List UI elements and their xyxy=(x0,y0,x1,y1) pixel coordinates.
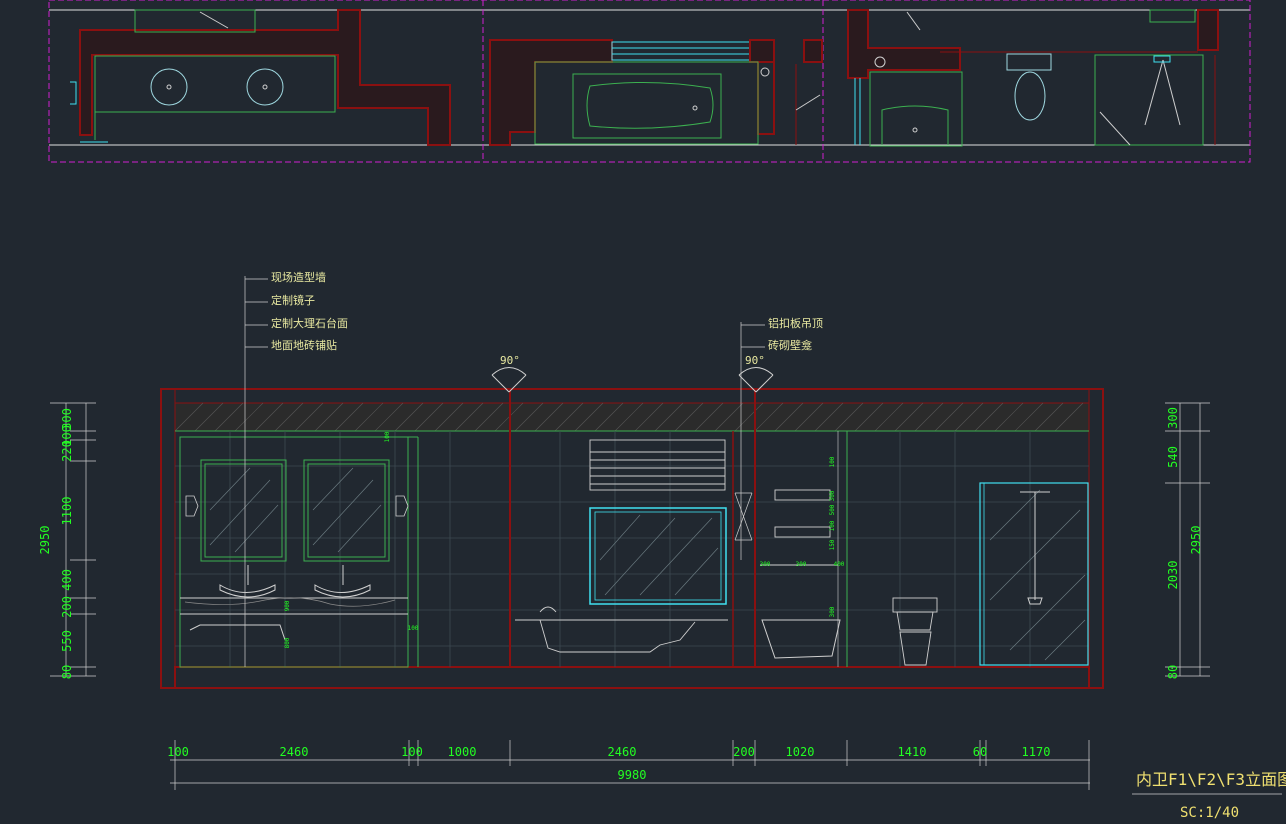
dim-text: 200 xyxy=(60,596,74,618)
angle-label: 90° xyxy=(500,354,520,367)
drawing-title: 内卫F1\F2\F3立面图 xyxy=(1136,770,1286,789)
shower-enclosure xyxy=(979,482,1089,666)
dim-text: 300 xyxy=(760,561,771,568)
dim-text: 400 xyxy=(60,569,74,591)
dim-text: 80 xyxy=(60,665,74,679)
annotation-label: 地面地砖铺贴 xyxy=(271,338,337,352)
dim-total: 2950 xyxy=(1189,526,1203,555)
dim-text: 1410 xyxy=(898,745,927,759)
dim-text: 2460 xyxy=(280,745,309,759)
annotations-left: 现场造型墙 定制镜子 定制大理石台面 地面地砖铺贴 xyxy=(271,270,348,352)
dim-text: 1170 xyxy=(1022,745,1051,759)
bathtub xyxy=(515,606,728,653)
dim-text: 100 xyxy=(384,431,391,442)
elevation-view xyxy=(160,276,1104,689)
dim-text: 300 xyxy=(1166,407,1180,429)
annotation-label: 现场造型墙 xyxy=(271,270,326,284)
dim-text: 2460 xyxy=(608,745,637,759)
dim-text: 60 xyxy=(973,745,987,759)
dim-text: 300 xyxy=(829,490,836,501)
mirror-right xyxy=(303,459,390,562)
left-dimension-text: 300 100 220 1100 400 200 550 80 2950 xyxy=(38,408,74,679)
annotation-label: 铝扣板吊顶 xyxy=(768,316,823,330)
dim-text: 800 xyxy=(284,637,291,648)
dim-text: 900 xyxy=(284,600,291,611)
annotations-right: 铝扣板吊顶 砖砌壁龛 xyxy=(768,316,823,352)
dim-text: 2030 xyxy=(1166,561,1180,590)
dimension-lines xyxy=(50,402,1210,790)
drawing-scale: SC:1/40 xyxy=(1180,805,1239,820)
annotation-label: 定制镜子 xyxy=(271,293,315,307)
wall-niche xyxy=(760,489,838,566)
dim-text: 550 xyxy=(60,630,74,652)
annotation-label: 砖砌壁龛 xyxy=(768,338,812,352)
annotation-label: 定制大理石台面 xyxy=(271,316,348,330)
dim-text: 1000 xyxy=(448,745,477,759)
towel-rack xyxy=(589,439,726,491)
dim-text: 100 xyxy=(408,625,419,632)
bottom-dimension-text: 100 2460 100 1000 2460 200 1020 1410 60 … xyxy=(167,745,1050,782)
angle-label: 90° xyxy=(745,354,765,367)
small-dimension-text: 100 900 800 100 300 300 400 100 300 500 … xyxy=(284,431,845,648)
dim-text: 80 xyxy=(1166,665,1180,679)
plan-view xyxy=(48,0,1251,163)
bathtub-window xyxy=(589,507,727,605)
toilet xyxy=(892,597,938,666)
dim-text: 400 xyxy=(834,561,845,568)
dim-text: 100 xyxy=(829,456,836,467)
dim-text: 1100 xyxy=(60,497,74,526)
dim-text: 100 xyxy=(401,745,423,759)
dim-text: 100 xyxy=(167,745,189,759)
dim-text: 150 xyxy=(829,539,836,550)
dim-text: 300 xyxy=(796,561,807,568)
dim-total: 2950 xyxy=(38,526,52,555)
dim-text: 220 xyxy=(60,440,74,462)
dim-text: 1020 xyxy=(786,745,815,759)
dim-text: 300 xyxy=(60,408,74,430)
mirror-left xyxy=(200,459,287,562)
dim-text: 100 xyxy=(829,520,836,531)
dim-text: 500 xyxy=(829,504,836,515)
dim-total: 9980 xyxy=(618,768,647,782)
dim-text: 200 xyxy=(733,745,755,759)
dim-text: 300 xyxy=(829,606,836,617)
right-dimension-text: 300 540 2030 80 2950 xyxy=(1166,407,1203,679)
dim-text: 100 xyxy=(60,425,74,447)
dim-text: 540 xyxy=(1166,446,1180,468)
